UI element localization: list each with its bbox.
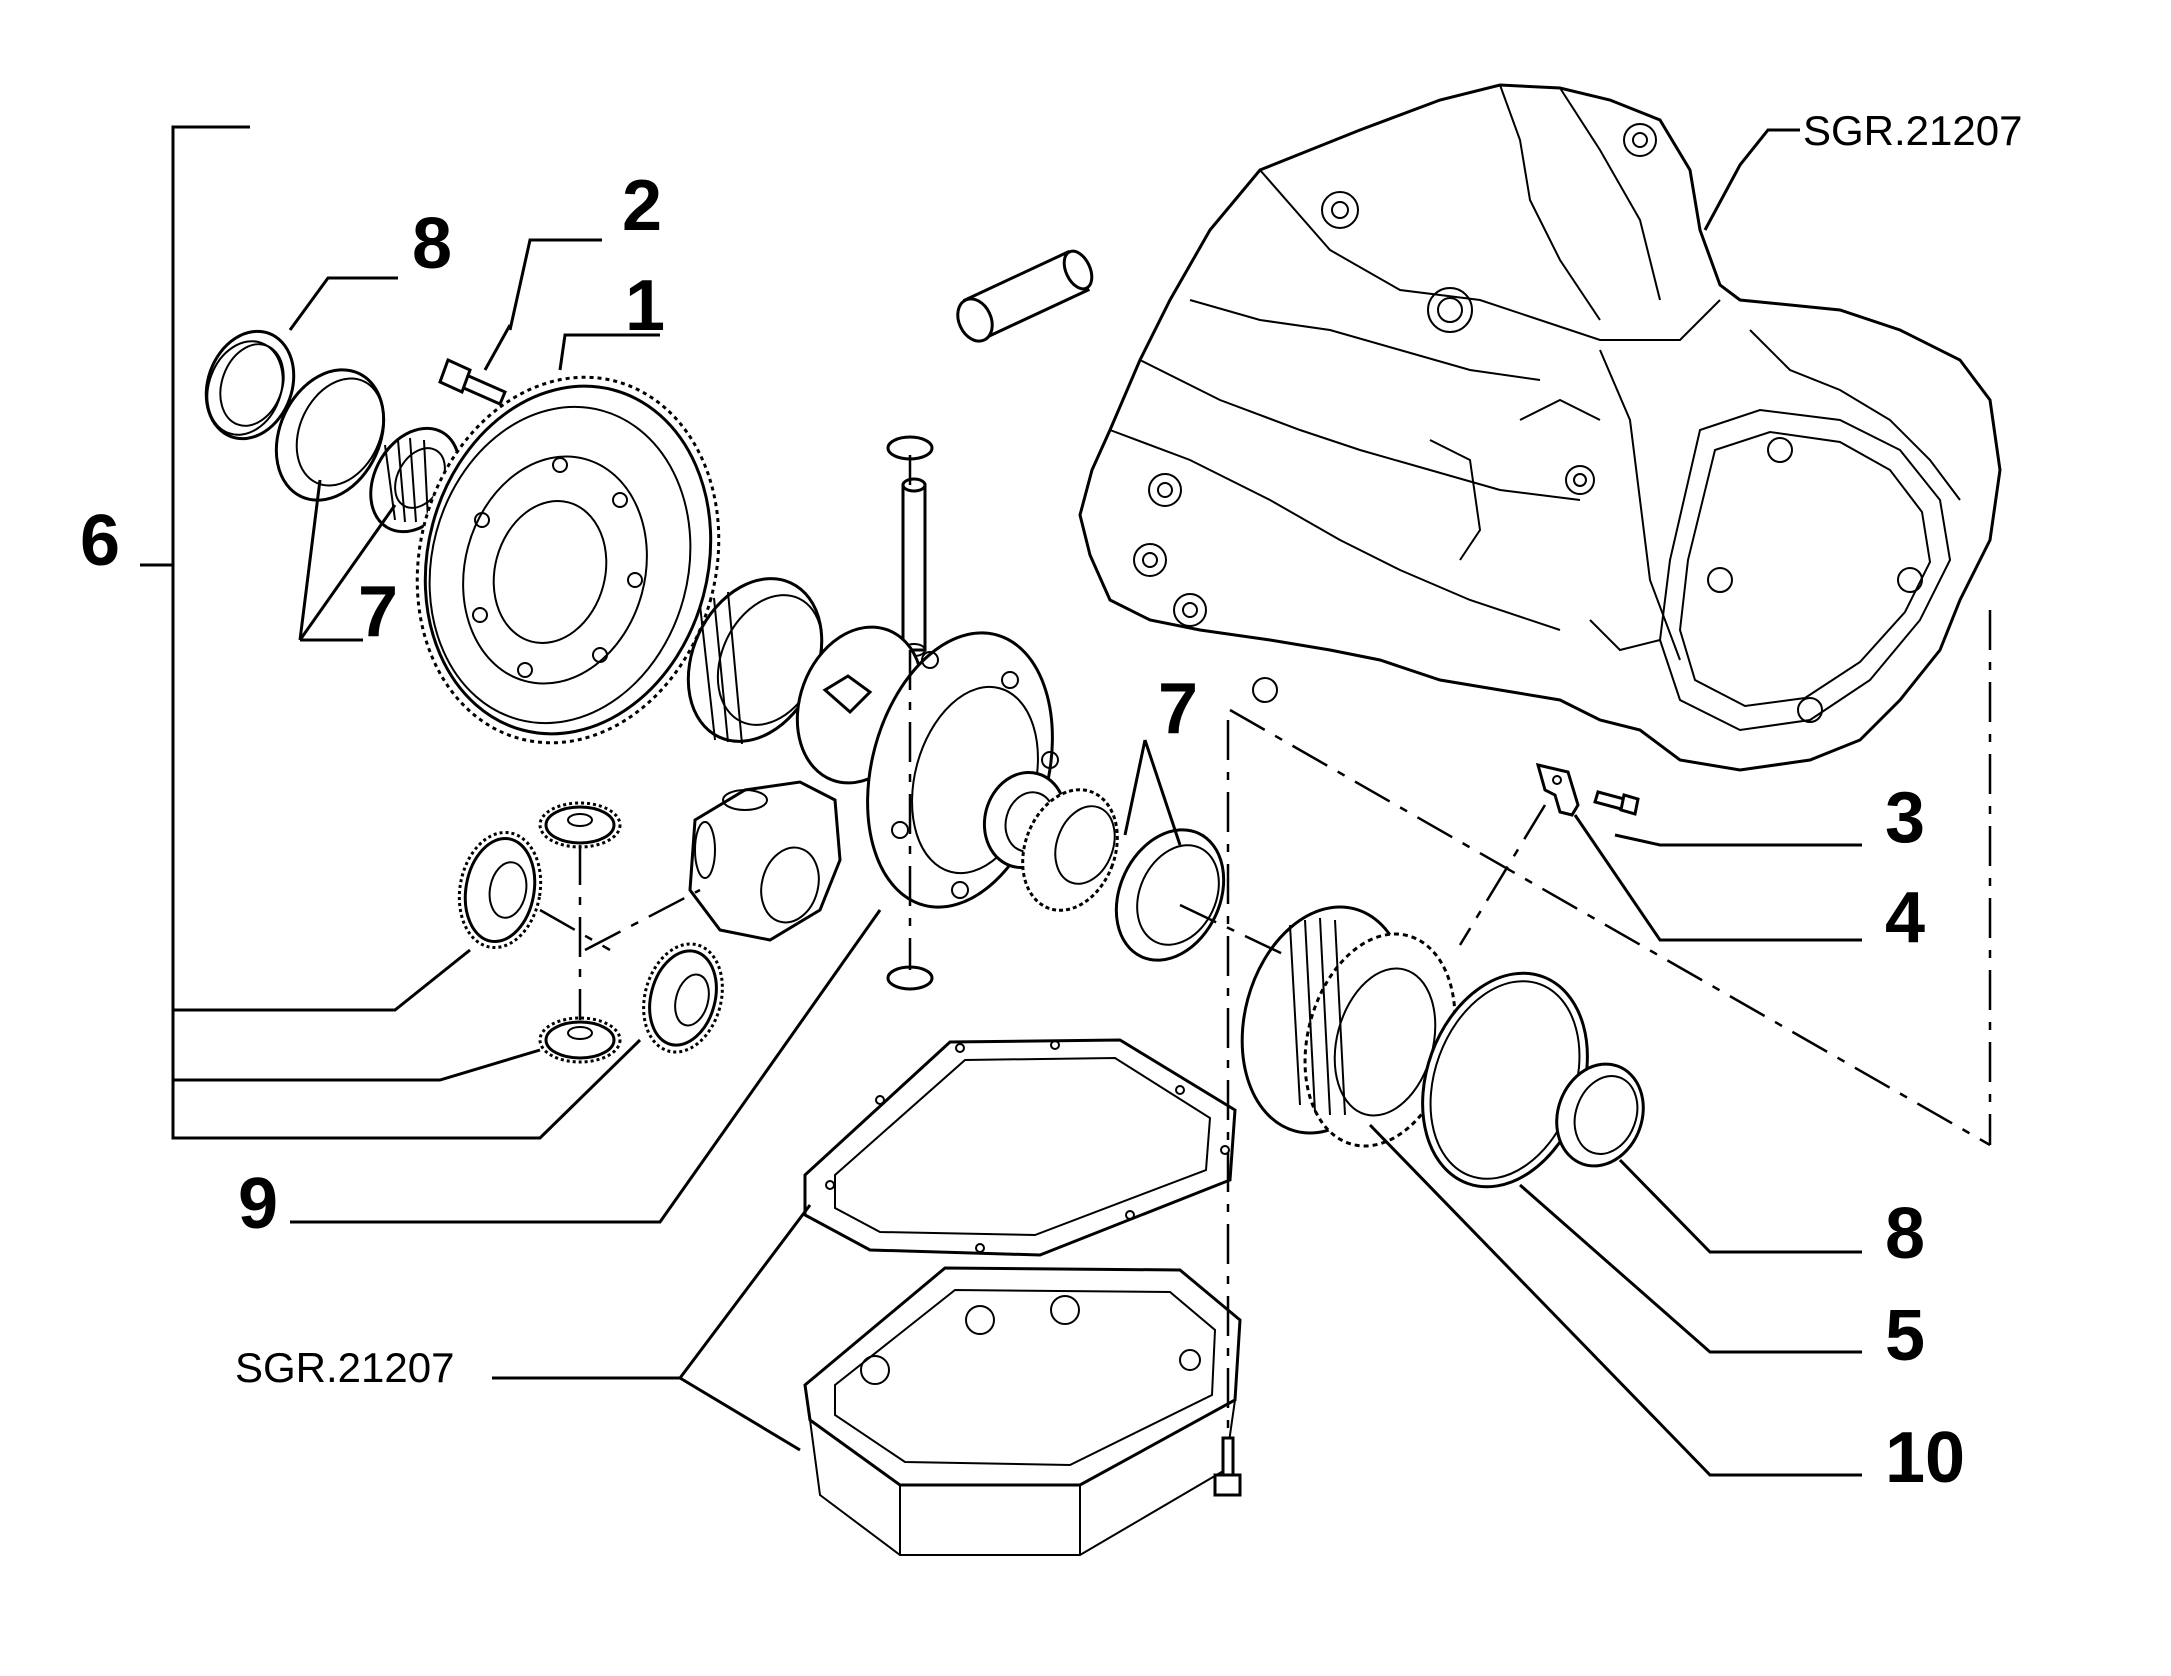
axis-line-mid (1179, 903, 1286, 957)
callout-7: 7 (1158, 669, 1198, 749)
adjuster-ring-10[interactable] (1218, 888, 1478, 1163)
callout-9: 9 (238, 1164, 278, 1244)
callout-1: 1 (625, 266, 665, 346)
planet-gear-top[interactable] (538, 801, 622, 849)
callout-2: 2 (622, 166, 662, 246)
ring-gear-bolt-2[interactable] (438, 357, 507, 406)
dowel-sleeve[interactable] (951, 247, 1097, 347)
differential-case-9[interactable] (776, 609, 1081, 928)
oil-pan-cover[interactable] (803, 1266, 1242, 1556)
axis-line-upper (1229, 708, 1991, 1147)
circlip-bottom[interactable] (886, 965, 934, 991)
oil-seal-8-right[interactable] (1543, 1052, 1658, 1178)
callout-7: 7 (358, 572, 398, 652)
oil-seal-8-left[interactable] (192, 319, 309, 451)
ring-gear-1[interactable] (377, 343, 759, 777)
differential-shaft-pin[interactable] (901, 477, 927, 657)
reference-label-bottom: SGR.21207 (235, 1344, 454, 1391)
planet-gear-bottom[interactable] (538, 1016, 622, 1064)
cover-gasket[interactable] (803, 1038, 1237, 1257)
axis-line-bracket (1458, 804, 1547, 946)
bracket-6 (140, 125, 252, 1140)
bracket-bolt-3[interactable] (1593, 790, 1640, 816)
callout-8: 8 (1885, 1194, 1925, 1274)
callout-5: 5 (1885, 1296, 1925, 1376)
callout-8: 8 (412, 204, 452, 284)
bearing-cup-7-left[interactable] (256, 352, 404, 518)
bearing-cone-7-right[interactable] (1007, 776, 1134, 923)
cover-bolt[interactable] (1213, 1436, 1242, 1497)
bearing-center[interactable] (663, 557, 847, 763)
gearbox-housing[interactable] (1078, 83, 2002, 772)
callout-4: 4 (1885, 878, 1925, 958)
callout-6: 6 (80, 501, 120, 581)
reference-label-top: SGR.21207 (1803, 107, 2022, 154)
assembly-axis-cross (539, 888, 701, 952)
side-gear-left[interactable] (451, 826, 550, 954)
leader-lines (140, 125, 1862, 1477)
bearing-cup-7-right[interactable] (1096, 812, 1244, 978)
differential-cage[interactable] (688, 780, 842, 942)
callout-10: 10 (1885, 1418, 1965, 1498)
sensor-bracket-4[interactable] (1535, 762, 1580, 817)
callout-3: 3 (1885, 778, 1925, 858)
side-gear-right[interactable] (632, 935, 734, 1061)
